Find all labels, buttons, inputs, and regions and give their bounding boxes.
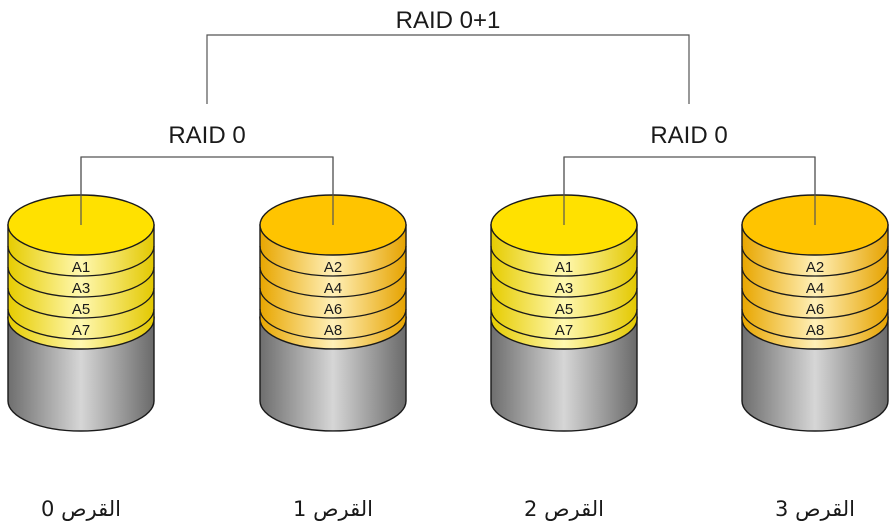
disk-3-label: القرص 3 <box>775 497 855 521</box>
segment-label: A1 <box>555 259 573 276</box>
disk-0-label: القرص 0 <box>41 497 121 521</box>
segment-label: A8 <box>324 322 342 339</box>
segment-label: A5 <box>72 301 90 318</box>
segment-label: A2 <box>806 259 824 276</box>
disk-2-label: القرص 2 <box>524 497 604 521</box>
segment-label: A4 <box>806 280 824 297</box>
segment-label: A7 <box>72 322 90 339</box>
segment-label: A7 <box>555 322 573 339</box>
disk-data-band <box>741 224 889 350</box>
segment-label: A6 <box>806 301 824 318</box>
disk-1-label: القرص 1 <box>293 497 373 521</box>
raid-01-connector <box>206 34 690 104</box>
raid-01-label: RAID 0+1 <box>396 7 501 34</box>
wire-stubs <box>80 157 816 225</box>
segment-label: A3 <box>72 280 90 297</box>
disk-data-band <box>490 224 638 350</box>
raid-0-label-left: RAID 0 <box>168 122 245 149</box>
segment-label: A6 <box>324 301 342 318</box>
raid-0-label-right: RAID 0 <box>650 122 727 149</box>
disk-data-band <box>7 224 155 350</box>
segment-label: A8 <box>806 322 824 339</box>
segment-label: A2 <box>324 259 342 276</box>
segment-label: A1 <box>72 259 90 276</box>
segment-label: A4 <box>324 280 342 297</box>
segment-label: A3 <box>555 280 573 297</box>
disk-data-band <box>259 224 407 350</box>
segment-label: A5 <box>555 301 573 318</box>
